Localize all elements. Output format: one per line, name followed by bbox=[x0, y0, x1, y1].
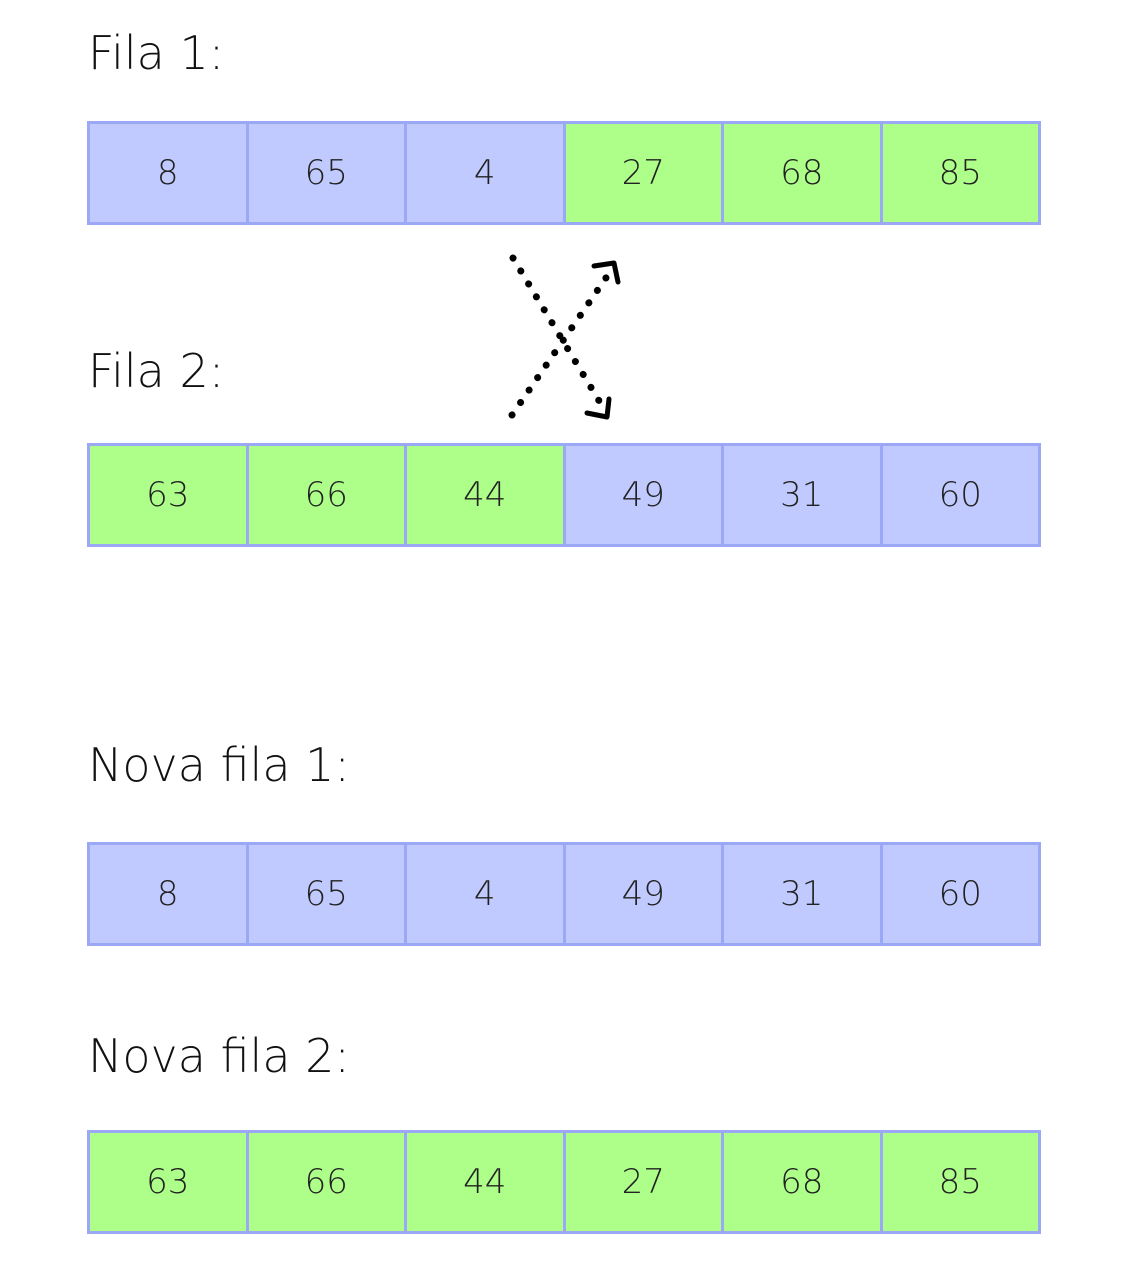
cell-value: 8 bbox=[156, 874, 179, 914]
cell-value: 31 bbox=[780, 475, 824, 515]
label-nova-fila-2: Nova fila 2: bbox=[88, 1029, 350, 1083]
cell-value: 60 bbox=[938, 475, 982, 515]
cell-value: 68 bbox=[780, 1162, 824, 1202]
cell: 63 bbox=[87, 1130, 249, 1234]
cell: 8 bbox=[87, 842, 249, 946]
cell: 31 bbox=[721, 443, 883, 547]
cell: 44 bbox=[404, 443, 566, 547]
cell-value: 85 bbox=[938, 153, 982, 193]
cell-value: 63 bbox=[146, 1162, 190, 1202]
cell: 49 bbox=[562, 443, 724, 547]
row-fila-1: 8 65 4 27 68 85 bbox=[87, 121, 1041, 225]
cell: 63 bbox=[87, 443, 249, 547]
cell-value: 49 bbox=[621, 874, 665, 914]
cell-value: 66 bbox=[304, 1162, 348, 1202]
cell: 66 bbox=[245, 443, 407, 547]
label-fila-2: Fila 2: bbox=[88, 344, 225, 398]
cell-value: 27 bbox=[621, 153, 665, 193]
dotted-arrow-fila1-to-fila2 bbox=[509, 254, 608, 413]
dotted-arrow-fila2-to-fila1 bbox=[508, 268, 614, 419]
cell: 85 bbox=[879, 121, 1041, 225]
cell: 65 bbox=[245, 842, 407, 946]
cell-value: 85 bbox=[938, 1162, 982, 1202]
cell: 66 bbox=[245, 1130, 407, 1234]
cell: 60 bbox=[879, 443, 1041, 547]
cell-value: 63 bbox=[146, 475, 190, 515]
cell-value: 44 bbox=[463, 1162, 507, 1202]
row-nova-fila-1: 8 65 4 49 31 60 bbox=[87, 842, 1041, 946]
cell: 4 bbox=[404, 121, 566, 225]
cell: 49 bbox=[562, 842, 724, 946]
row-nova-fila-2: 63 66 44 27 68 85 bbox=[87, 1130, 1041, 1234]
cell: 27 bbox=[562, 121, 724, 225]
arrowhead-down-icon bbox=[584, 396, 612, 420]
cell: 4 bbox=[404, 842, 566, 946]
cell-value: 60 bbox=[938, 874, 982, 914]
label-fila-1: Fila 1: bbox=[88, 26, 225, 80]
label-nova-fila-1: Nova fila 1: bbox=[88, 738, 350, 792]
cell: 8 bbox=[87, 121, 249, 225]
cell-value: 4 bbox=[473, 874, 496, 914]
cell: 65 bbox=[245, 121, 407, 225]
cell-value: 49 bbox=[621, 475, 665, 515]
cell-value: 4 bbox=[473, 153, 496, 193]
arrowhead-up-icon bbox=[591, 260, 621, 285]
cell-value: 8 bbox=[156, 153, 179, 193]
cell: 27 bbox=[562, 1130, 724, 1234]
cell-value: 65 bbox=[304, 874, 348, 914]
cell-value: 65 bbox=[304, 153, 348, 193]
cell: 68 bbox=[721, 121, 883, 225]
cell: 60 bbox=[879, 842, 1041, 946]
cell: 68 bbox=[721, 1130, 883, 1234]
cell-value: 31 bbox=[780, 874, 824, 914]
cell-value: 66 bbox=[304, 475, 348, 515]
cell-value: 44 bbox=[463, 475, 507, 515]
cell: 44 bbox=[404, 1130, 566, 1234]
cell-value: 27 bbox=[621, 1162, 665, 1202]
cell: 85 bbox=[879, 1130, 1041, 1234]
cell-value: 68 bbox=[780, 153, 824, 193]
cell: 31 bbox=[721, 842, 883, 946]
row-fila-2: 63 66 44 49 31 60 bbox=[87, 443, 1041, 547]
